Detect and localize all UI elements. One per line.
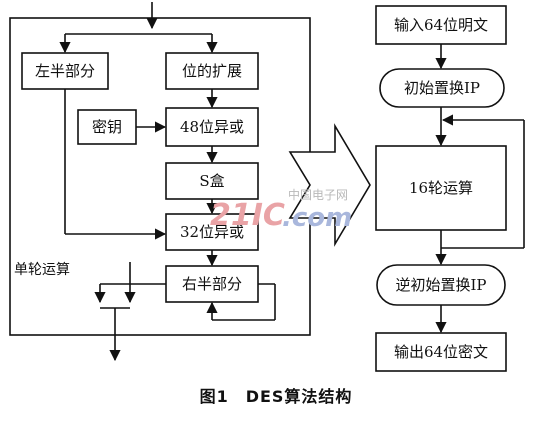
watermark-logo: 中国电子网 21IC .com <box>210 187 352 233</box>
inverse-perm-label: 逆初始置换IP <box>395 276 486 294</box>
big-transition-arrow <box>288 123 371 247</box>
figure-caption: 图1 DES算法结构 <box>199 387 353 406</box>
single-round-diagram <box>9 2 311 362</box>
des-flow-diagram <box>375 5 525 372</box>
initial-perm-label: 初始置换IP <box>404 79 480 97</box>
key-label: 密钥 <box>92 118 122 136</box>
right-half-label: 右半部分 <box>182 275 242 293</box>
xor32-label: 32位异或 <box>180 223 244 241</box>
left-half-label: 左半部分 <box>35 62 95 80</box>
input-label: 输入64位明文 <box>394 16 488 34</box>
watermark-com-text: .com <box>282 203 352 233</box>
sbox-label: S盒 <box>199 172 224 190</box>
expansion-label: 位的扩展 <box>182 62 242 80</box>
watermark-cn-text: 中国电子网 <box>288 187 348 202</box>
output-label: 输出64位密文 <box>394 343 488 361</box>
rounds-label: 16轮运算 <box>409 179 473 197</box>
watermark-logo-text: 21IC <box>210 198 285 233</box>
des-structure-diagram: 左半部分 位的扩展 密钥 48位异或 S盒 32位异或 右半部分 单轮运算 中国… <box>9 2 525 372</box>
single-round-label: 单轮运算 <box>14 262 70 278</box>
xor48-label: 48位异或 <box>180 118 244 136</box>
